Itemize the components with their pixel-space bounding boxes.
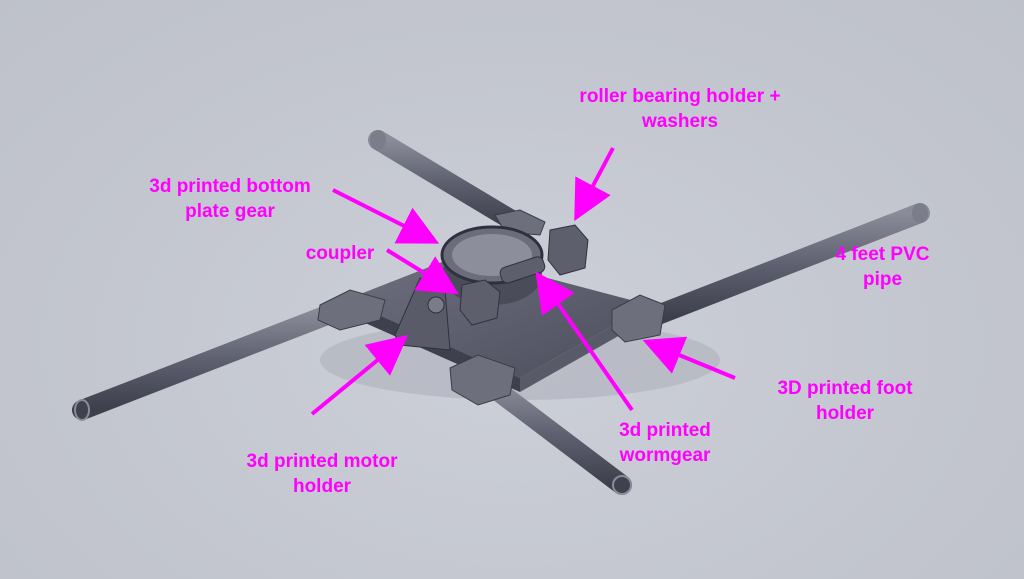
wormgear	[499, 256, 546, 284]
pipe-front	[480, 375, 632, 495]
label-motor-holder: 3d printed motor holder	[246, 451, 398, 497]
bearing-holders	[459, 224, 589, 326]
label-bottom-plate-gear: 3d printed bottom plate gear	[149, 176, 311, 222]
foot-holders	[317, 209, 666, 406]
pipe-right	[640, 203, 930, 328]
label-roller-bearing: roller bearing holder + washers	[579, 86, 781, 132]
label-wormgear: 3d printed wormgear	[619, 420, 711, 466]
label-pvc-pipe: 4 feet PVC pipe	[835, 244, 930, 290]
pipe-back	[368, 130, 530, 235]
annotation-arrows	[310, 147, 736, 416]
pipe-left	[72, 300, 350, 421]
label-foot-holder: 3D printed foot holder	[777, 378, 913, 424]
label-coupler: coupler	[305, 243, 375, 264]
